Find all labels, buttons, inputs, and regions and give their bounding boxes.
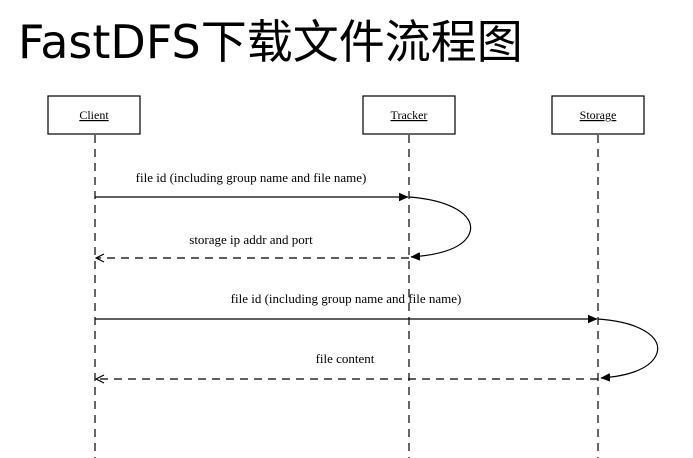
- message-4-label: file content: [316, 351, 375, 366]
- storage-process-curve: [597, 318, 659, 378]
- lifeline-storage-label: Storage: [580, 108, 617, 122]
- lifeline-client-label: Client: [79, 108, 109, 122]
- message-3-label: file id (including group name and file n…: [231, 291, 462, 306]
- message-1-label: file id (including group name and file n…: [136, 170, 367, 185]
- lifeline-client-box: [47, 95, 141, 135]
- page-title: FastDFS下载文件流程图: [18, 15, 523, 69]
- lifeline-tracker-box: [362, 95, 456, 135]
- lifeline-storage-box: [551, 95, 645, 135]
- tracker-process-curve: [408, 196, 472, 257]
- message-2-label: storage ip addr and port: [189, 232, 313, 247]
- lifeline-tracker-label: Tracker: [391, 108, 428, 122]
